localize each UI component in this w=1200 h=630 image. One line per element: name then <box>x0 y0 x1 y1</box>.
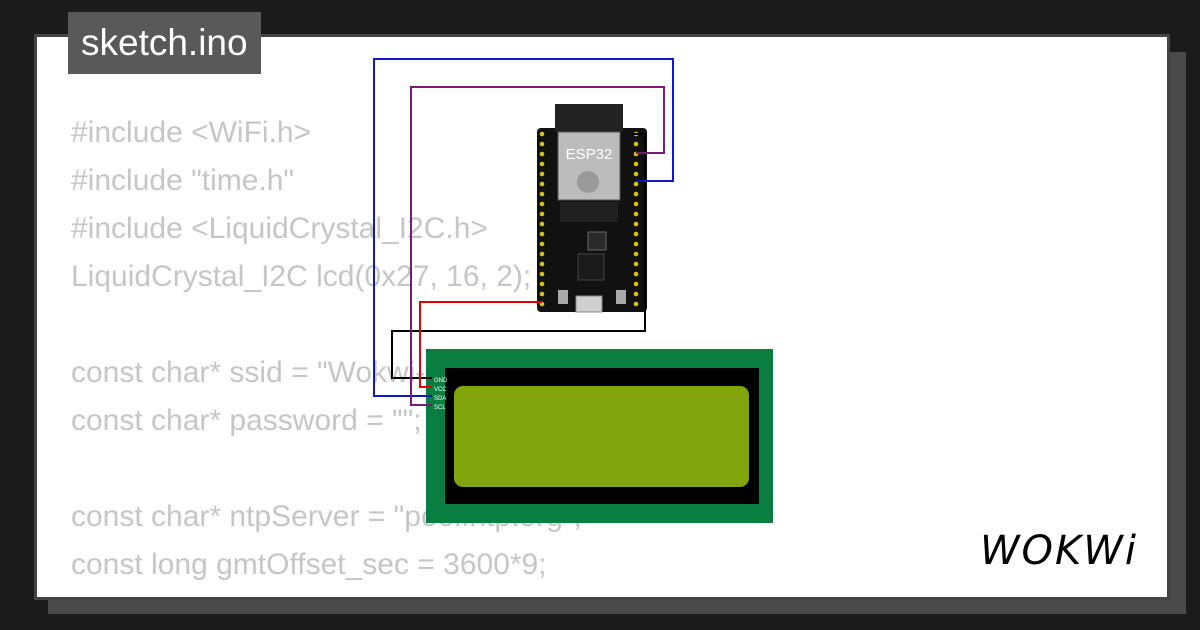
code-line: #include "time.h" <box>71 164 295 197</box>
svg-text:WOKWi: WOKWi <box>980 528 1138 574</box>
code-line: const long gmtOffset_sec = 3600*9; <box>71 548 547 581</box>
lcd-pin-vcc: VCC <box>434 387 447 393</box>
scl-wire[interactable] <box>410 86 665 406</box>
esp32-pins-right <box>633 131 639 307</box>
lcd-screen <box>454 386 749 487</box>
esp32-logo-icon <box>577 171 599 193</box>
code-line: LiquidCrystal_I2C lcd(0x27, 16, 2); <box>71 260 532 293</box>
gnd-wire[interactable] <box>391 133 646 379</box>
esp32-label: ESP32 <box>566 146 613 163</box>
lcd-module[interactable]: GND VCC SDA SCL <box>426 349 773 523</box>
esp32-board[interactable]: ESP32 <box>537 104 647 313</box>
lcd-pin-sda: SDA <box>434 396 446 402</box>
esp32-pins-left <box>539 131 545 307</box>
lcd-pin-gnd: GND <box>434 378 448 384</box>
vcc-wire[interactable] <box>419 301 542 388</box>
en-button[interactable] <box>558 290 568 304</box>
code-line: #include <LiquidCrystal_I2C.h> <box>71 212 488 245</box>
code-line: const int daylightOffset_sec = 0; <box>71 589 582 597</box>
sda-wire[interactable] <box>373 58 674 397</box>
lcd-pin-scl: SCL <box>434 405 446 411</box>
usb-port <box>575 295 603 313</box>
sketch-filename: sketch.ino <box>68 12 261 74</box>
wokwi-logo: WOKWi <box>980 528 1138 574</box>
code-line: #include <WiFi.h> <box>71 116 312 149</box>
code-line: const char* password = ""; <box>71 404 422 437</box>
boot-button[interactable] <box>616 290 626 304</box>
